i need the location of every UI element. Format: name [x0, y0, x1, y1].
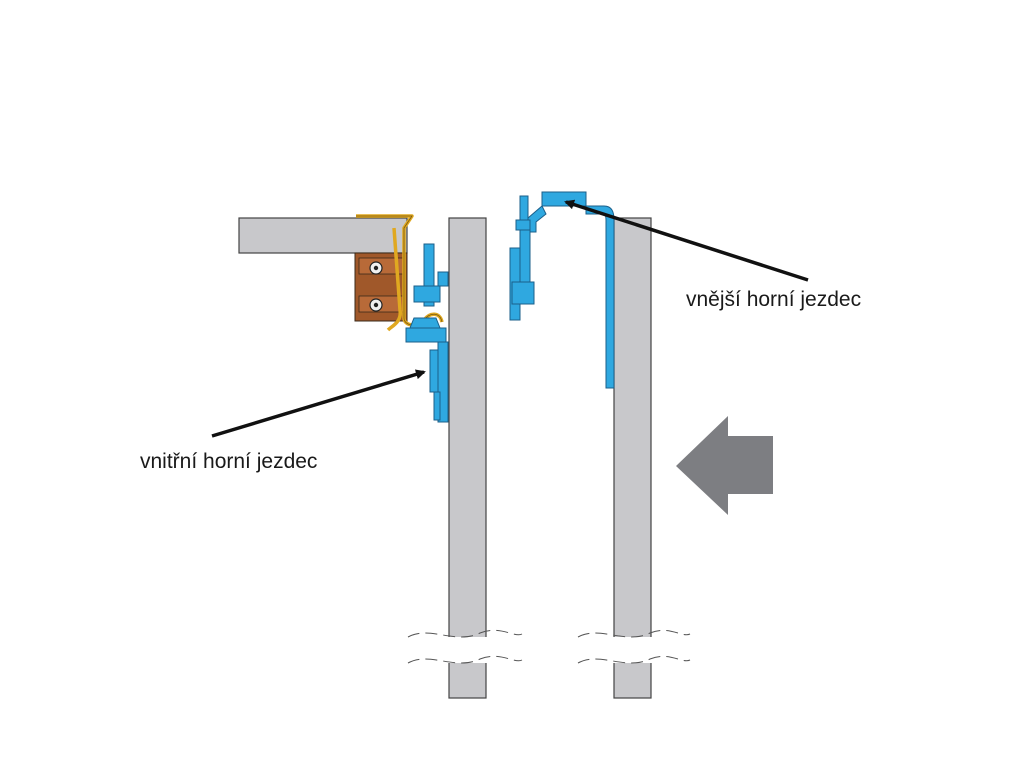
- arrow-left-icon: [676, 416, 773, 515]
- outer-top-slider: [509, 191, 615, 389]
- ceiling-beam: [238, 217, 408, 254]
- panel-break-lines: [407, 629, 691, 664]
- inner-door-panel: [448, 217, 487, 699]
- inner-top-slider: [405, 243, 449, 423]
- outer-door-panel: [613, 217, 652, 699]
- inner-slider-pointer: [211, 369, 426, 438]
- outer-slider-pointer: [564, 199, 809, 282]
- inner-top-slider-label: vnitřní horní jezdec: [140, 450, 318, 473]
- outer-top-slider-label: vnější horní jezdec: [686, 288, 862, 311]
